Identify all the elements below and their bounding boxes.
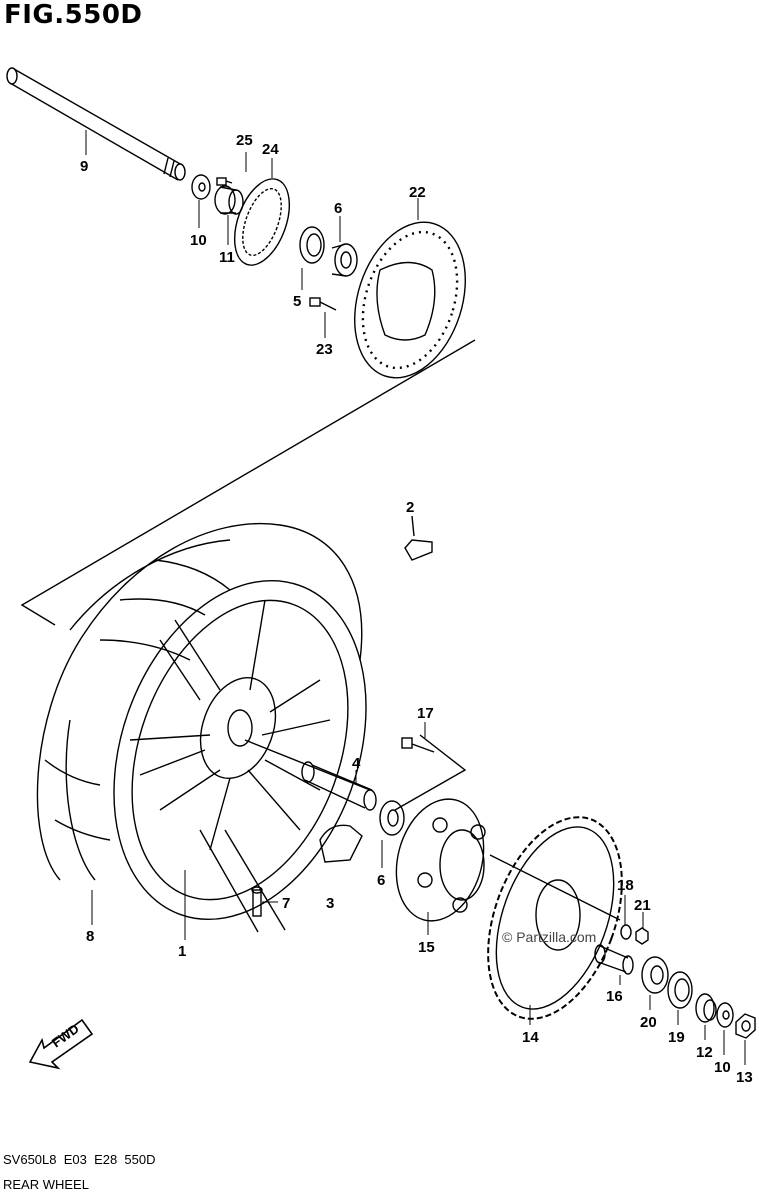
- callout-23[interactable]: 23: [316, 341, 333, 358]
- callout-labels: 1 2 3 4 5 6 6 7 8 9 10 10 11 12 13 14 15…: [80, 132, 753, 1086]
- callout-12[interactable]: 12: [696, 1044, 713, 1061]
- callout-13[interactable]: 13: [736, 1069, 753, 1086]
- spacer-16-part[interactable]: [594, 944, 634, 975]
- watermark-text: © Partzilla.com: [502, 929, 596, 945]
- bearing-part[interactable]: [331, 243, 358, 277]
- callout-2[interactable]: 2: [406, 499, 414, 516]
- callout-25[interactable]: 25: [236, 132, 253, 149]
- washer-part[interactable]: [191, 174, 211, 200]
- callout-20[interactable]: 20: [640, 1014, 657, 1031]
- sensor-rotor-part[interactable]: [224, 172, 300, 273]
- bearing-part-lower[interactable]: [379, 800, 405, 836]
- callout-9[interactable]: 9: [80, 158, 88, 175]
- oil-seal-part[interactable]: [299, 226, 325, 264]
- callout-leaders: [85, 130, 746, 1065]
- axle-nut-part[interactable]: [735, 1013, 756, 1039]
- collar-12-part[interactable]: [695, 993, 717, 1023]
- oil-seal-19-part[interactable]: [667, 971, 693, 1009]
- callout-7[interactable]: 7: [282, 895, 290, 912]
- callout-11[interactable]: 11: [219, 249, 235, 266]
- callout-15[interactable]: 15: [418, 939, 435, 956]
- sprocket-part[interactable]: [463, 799, 648, 1037]
- valve-part[interactable]: [251, 886, 263, 917]
- stud-bolt-part[interactable]: [401, 737, 435, 753]
- callout-6-lower[interactable]: 6: [377, 872, 385, 889]
- bearing-20-part[interactable]: [641, 956, 669, 994]
- axle-part[interactable]: [6, 67, 186, 181]
- sprocket-drum-part[interactable]: [383, 789, 496, 931]
- callout-16[interactable]: 16: [606, 988, 623, 1005]
- spacer-part[interactable]: [244, 739, 377, 811]
- disc-bolt-part[interactable]: [309, 297, 337, 311]
- callout-14[interactable]: 14: [522, 1029, 539, 1046]
- callout-8[interactable]: 8: [86, 928, 94, 945]
- footer-section-name: REAR WHEEL: [3, 1177, 89, 1192]
- tire-part[interactable]: [36, 523, 363, 881]
- callout-10-upper[interactable]: 10: [190, 232, 207, 249]
- callout-19[interactable]: 19: [668, 1029, 685, 1046]
- screw-part[interactable]: [216, 177, 233, 186]
- damper-part[interactable]: [319, 824, 363, 863]
- callout-3[interactable]: 3: [326, 895, 334, 912]
- rim-leader-line: [199, 829, 286, 933]
- callout-22[interactable]: 22: [409, 184, 426, 201]
- washer-10-lower-part[interactable]: [716, 1002, 734, 1028]
- callout-4[interactable]: 4: [352, 755, 361, 772]
- washer-18-part[interactable]: [620, 924, 632, 940]
- collar-part[interactable]: [214, 185, 244, 215]
- footer-model-code: SV650L8 E03 E28 550D: [3, 1152, 156, 1167]
- brake-disc-part[interactable]: [336, 208, 484, 392]
- callout-5[interactable]: 5: [293, 293, 301, 310]
- hub-leader-line: [394, 734, 467, 811]
- sprocket-leader-line: [489, 854, 621, 921]
- assembly-leader-line: [20, 339, 476, 626]
- nut-21-part[interactable]: [635, 927, 649, 945]
- figure-title: FIG.550D: [4, 0, 143, 30]
- callout-24[interactable]: 24: [262, 141, 279, 158]
- callout-10-lower[interactable]: 10: [714, 1059, 731, 1076]
- callout-6-upper[interactable]: 6: [334, 200, 342, 217]
- callout-21[interactable]: 21: [634, 897, 651, 914]
- wheel-rim-part[interactable]: [69, 545, 410, 955]
- bracket-part[interactable]: [404, 515, 433, 561]
- callout-17[interactable]: 17: [417, 705, 434, 722]
- fwd-direction-arrow: FWD: [28, 1018, 94, 1070]
- callout-18[interactable]: 18: [617, 877, 634, 894]
- callout-1[interactable]: 1: [178, 943, 186, 960]
